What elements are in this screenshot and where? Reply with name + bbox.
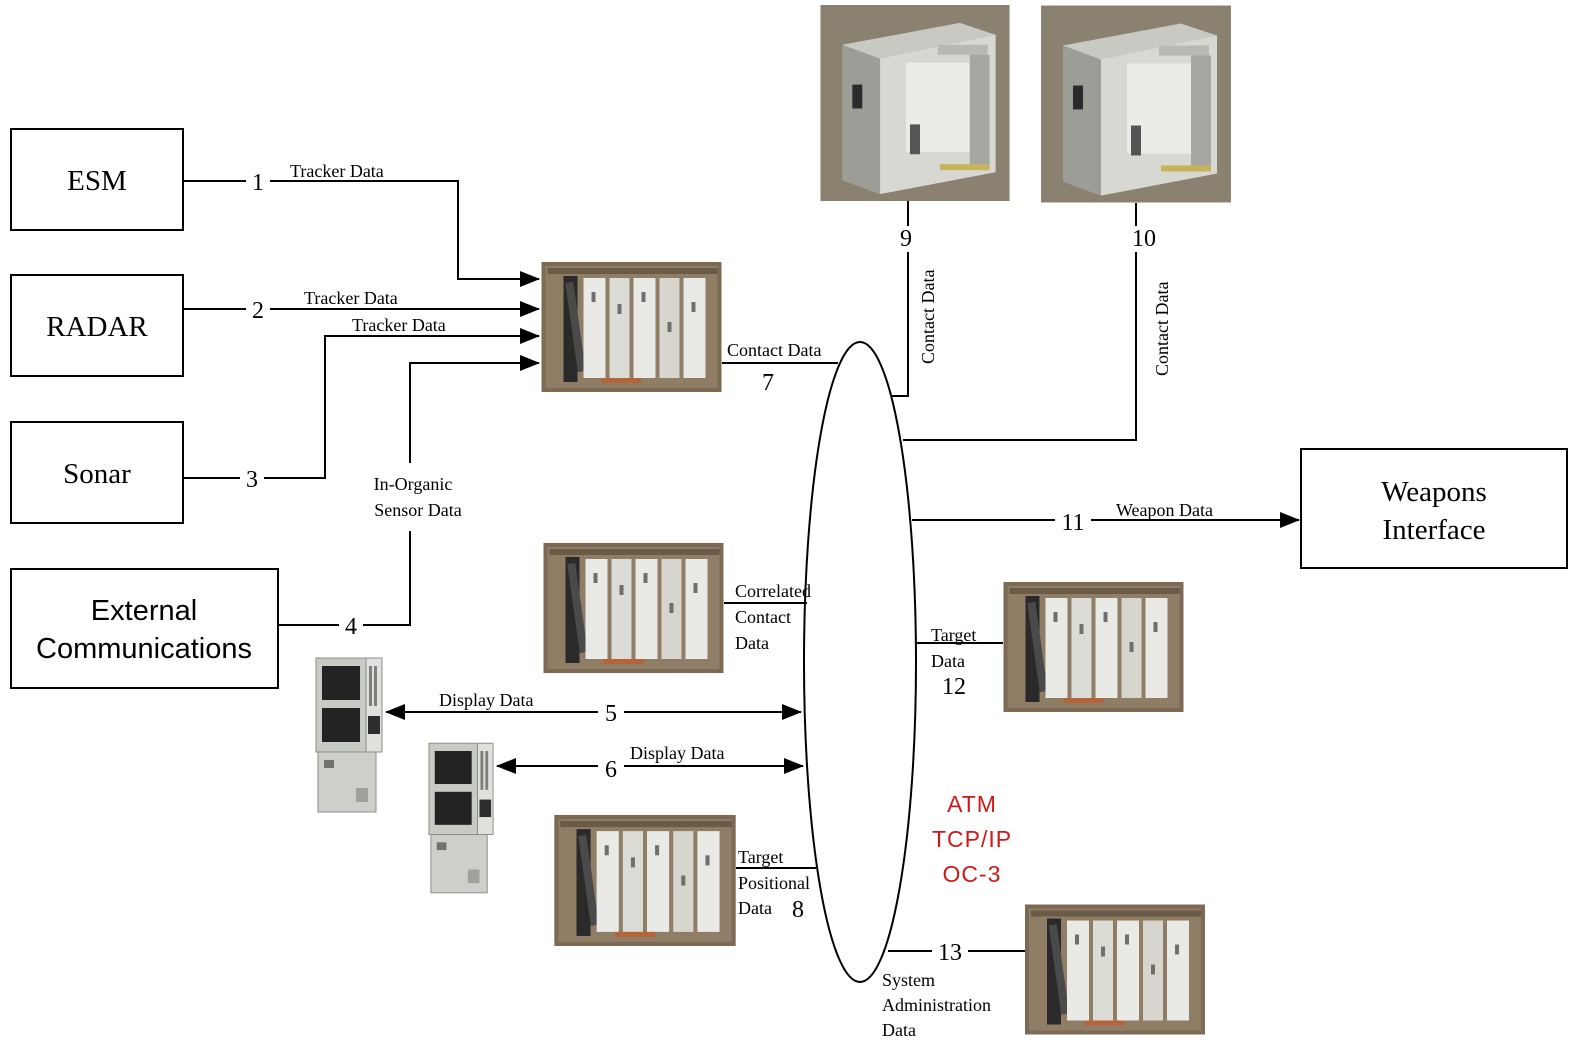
correlated-label-line2: Contact [735,607,791,627]
link-1-label: Tracker Data [290,161,384,181]
system-admin-rack-icon [1025,905,1205,1035]
svg-text:6: 6 [605,757,617,783]
svg-text:Sonar: Sonar [63,458,131,490]
link-13-number: 13 [932,938,968,966]
svg-text:9: 9 [900,226,912,252]
svg-text:RADAR: RADAR [46,311,148,343]
svg-text:12: 12 [942,674,966,700]
server-chassis-9-icon [820,5,1009,201]
link-2-label: Tracker Data [304,288,398,308]
link-9-number: 9 [894,226,920,252]
link-13-label-line3: Data [882,1020,916,1040]
display-console-5-icon [314,656,384,816]
svg-text:5: 5 [605,701,617,727]
esm-box: ESM [11,129,183,230]
svg-text:Interface: Interface [1382,514,1485,546]
correlated-label-line3: Data [735,633,769,653]
svg-text:Communications: Communications [36,633,252,665]
link-4-label-line1: In-Organic [374,474,453,494]
link-6-label: Display Data [630,743,724,763]
svg-text:11: 11 [1061,510,1084,536]
link-7-number: 7 [762,370,774,396]
sonar-box: Sonar [11,422,183,523]
link-5-number: 5 [598,699,624,727]
correlated-label-line1: Correlated [735,581,811,601]
link-10-number: 10 [1126,226,1162,252]
link-8-label-line1: Target [738,847,783,867]
svg-text:8: 8 [792,897,804,923]
link-5-label: Display Data [439,690,533,710]
link-6-number: 6 [598,755,624,783]
link-9-label: Contact Data [918,270,938,364]
link-12-label-line2: Data [931,651,965,671]
svg-text:External: External [91,595,197,627]
link-4-label-line2: Sensor Data [374,500,461,520]
link-1-wire [183,181,539,279]
link-13-label-line2: Administration [882,995,991,1015]
link-2-number: 2 [246,296,270,324]
link-13-label-line1: System [882,970,935,990]
svg-text:2: 2 [252,298,264,324]
link-7-label: Contact Data [727,340,821,360]
network-tcpip-label: TCP/IP [932,826,1012,852]
svg-text:10: 10 [1132,226,1156,252]
svg-text:4: 4 [345,614,357,640]
link-4-number: 4 [339,612,363,640]
network-atm-label: ATM [947,791,997,817]
svg-text:7: 7 [762,370,774,396]
target-positional-rack-icon [554,815,735,946]
svg-text:Weapons: Weapons [1381,476,1487,508]
svg-text:ESM: ESM [67,165,127,197]
weapons-interface-box: Weapons Interface [1301,449,1567,568]
external-communications-box: External Communications [11,569,278,688]
svg-text:13: 13 [938,940,962,966]
link-3-label: Tracker Data [352,315,446,335]
target-data-rack-icon [1004,582,1184,712]
link-8-label-line2: Positional [738,873,810,893]
link-12-number: 12 [942,674,966,700]
link-8-label-line3: Data [738,898,772,918]
link-3-wire [183,336,539,478]
fusion-rack-icon [542,262,722,392]
network-oc3-label: OC-3 [943,861,1002,887]
svg-text:3: 3 [246,467,258,493]
svg-text:1: 1 [252,170,264,196]
link-10-label: Contact Data [1152,282,1172,376]
radar-box: RADAR [11,275,183,376]
link-8-number: 8 [792,897,804,923]
link-11-label: Weapon Data [1116,500,1213,520]
atm-network-bus [804,342,916,982]
link-12-label-line1: Target [931,625,976,645]
link-3-number: 3 [240,465,264,493]
link-4-wire [278,363,539,625]
link-11-number: 11 [1055,507,1091,536]
correlation-rack-icon [544,543,724,673]
server-chassis-10-icon [1041,6,1231,203]
link-1-number: 1 [246,168,270,196]
display-console-6-icon [427,741,495,896]
